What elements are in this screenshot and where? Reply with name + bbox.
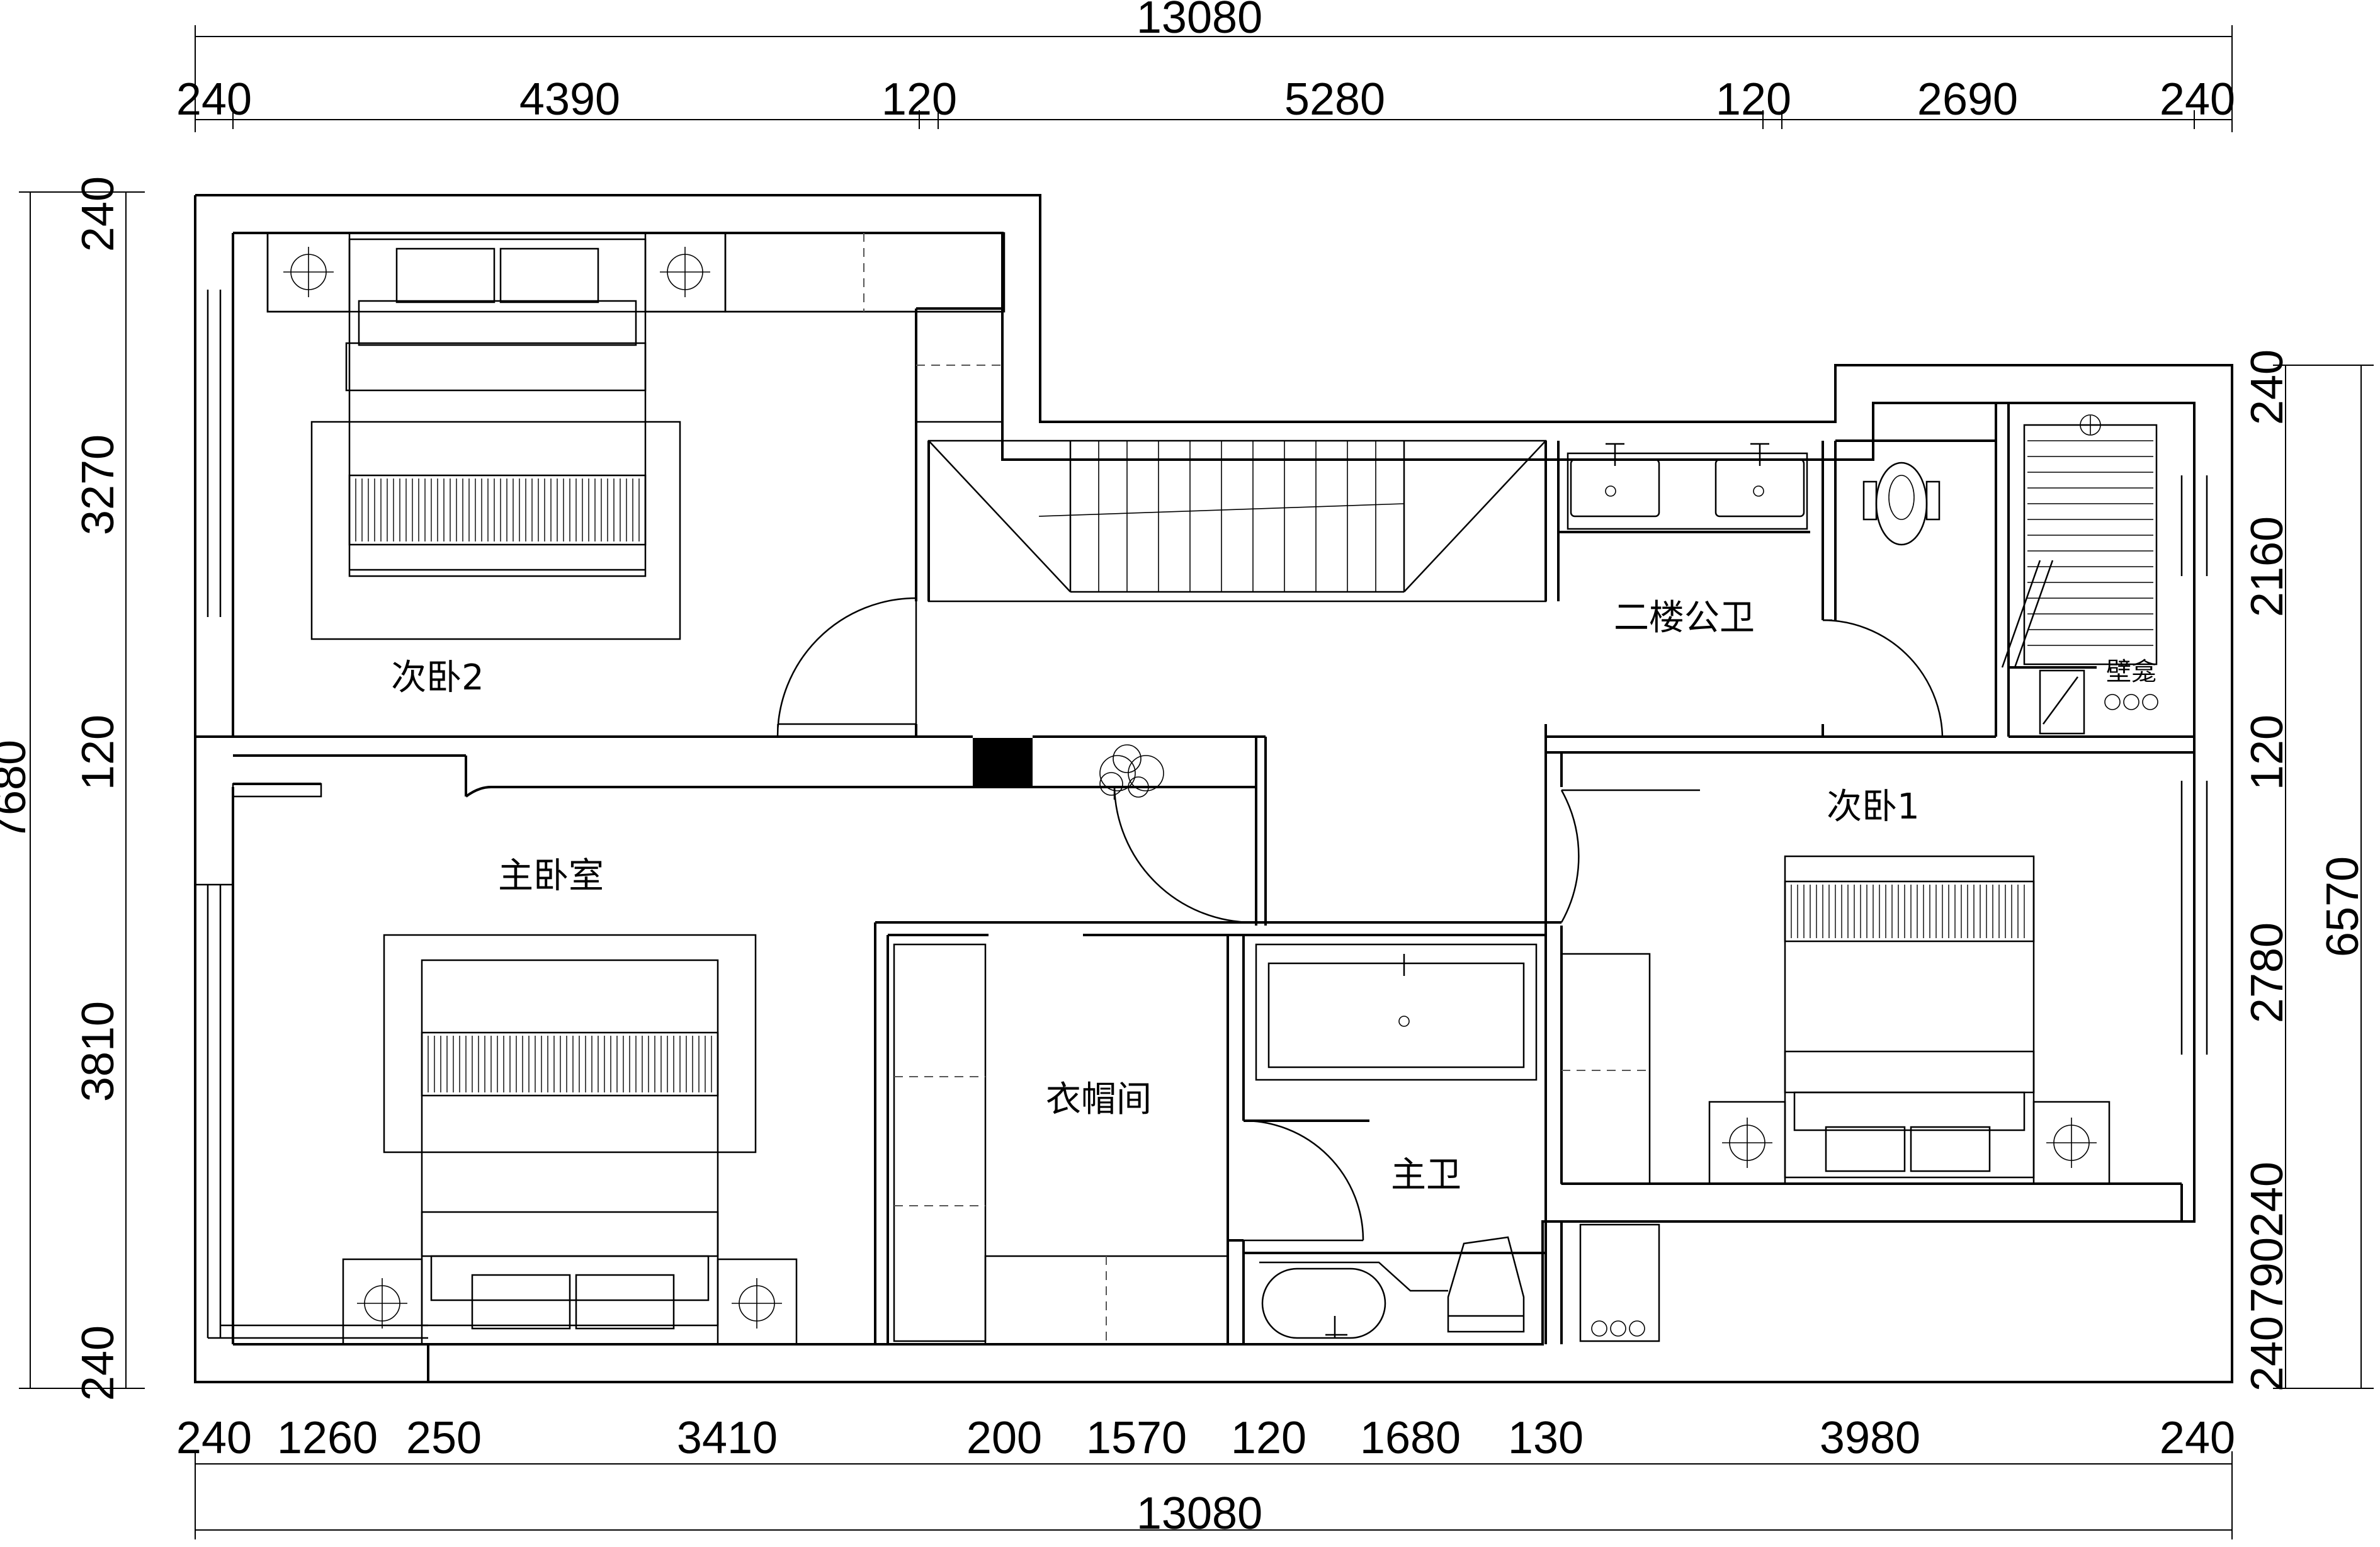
- dim-right-seg-1: 240: [2242, 349, 2292, 425]
- bath-2f-fixtures: [1567, 414, 2158, 735]
- dim-bottom-seg-7: 120: [1231, 1413, 1306, 1463]
- label-walk-in-closet: 衣帽间: [1046, 1079, 1152, 1120]
- dim-bottom-seg-9: 130: [1508, 1413, 1584, 1463]
- dimension-right: 240 2160 120 2780 240 790 240 6570: [2242, 349, 2374, 1391]
- bedroom-2-furniture: [266, 232, 1006, 640]
- dim-right-seg-5: 240: [2242, 1162, 2292, 1237]
- walk-in-closet-furniture: [893, 943, 1229, 1346]
- dim-top-seg-5: 120: [1716, 74, 1791, 125]
- bedroom-1-furniture: [1560, 855, 2111, 1185]
- dim-bottom-total: 13080: [1136, 1488, 1262, 1539]
- label-second-bedroom-2: 次卧2: [391, 657, 484, 698]
- label-second-floor-bath: 二楼公卫: [1614, 598, 1755, 638]
- dim-left-seg-3: 120: [73, 715, 123, 790]
- dim-right-seg-4: 2780: [2242, 922, 2292, 1023]
- label-master-bath: 主卫: [1391, 1155, 1461, 1196]
- label-niche: 壁龛: [2106, 657, 2156, 686]
- dim-bottom-seg-5: 200: [966, 1413, 1042, 1463]
- dim-left-seg-4: 3810: [73, 1001, 123, 1102]
- dim-top-seg-4: 5280: [1284, 74, 1385, 125]
- dim-left-seg-1: 240: [73, 176, 123, 252]
- dim-right-seg-6: 790: [2242, 1237, 2292, 1313]
- dim-top-seg-1: 240: [176, 74, 252, 125]
- bed-icon: [421, 959, 719, 1327]
- dim-right-seg-7: 240: [2242, 1316, 2292, 1391]
- dim-right-seg-2: 2160: [2242, 516, 2292, 617]
- dimension-bottom: 240 1260 250 3410 200 1570 120 1680 130 …: [176, 1413, 2235, 1539]
- label-second-bedroom-1: 次卧1: [1827, 786, 1920, 827]
- plant-icon: [1099, 744, 1164, 798]
- doors: [776, 441, 1944, 1242]
- dim-bottom-seg-4: 3410: [677, 1413, 778, 1463]
- sink-icon: [1714, 458, 1805, 518]
- interior-walls: [195, 307, 2194, 1344]
- dim-top-seg-7: 240: [2160, 74, 2235, 125]
- dim-left-total: 7680: [0, 740, 35, 841]
- dim-bottom-seg-3: 250: [406, 1413, 482, 1463]
- staircase: [927, 439, 1547, 603]
- dim-bottom-seg-11: 240: [2160, 1413, 2235, 1463]
- dim-bottom-seg-2: 1260: [277, 1413, 378, 1463]
- toilet-icon: [1447, 1236, 1525, 1333]
- dim-top-seg-3: 120: [881, 74, 957, 125]
- dim-left-seg-5: 240: [73, 1325, 123, 1401]
- dim-right-total: 6570: [2318, 856, 2368, 957]
- master-bedroom-furniture: [342, 934, 798, 1346]
- dim-left-seg-2: 3270: [73, 434, 123, 535]
- dim-top-seg-2: 4390: [519, 74, 620, 125]
- dim-bottom-seg-1: 240: [176, 1413, 252, 1463]
- dim-bottom-seg-10: 3980: [1820, 1413, 1920, 1463]
- shower-icon: [2080, 414, 2101, 436]
- bathtub-icon: [1261, 1267, 1386, 1339]
- master-bath-fixtures: [1255, 943, 1660, 1342]
- bed-icon: [348, 238, 647, 577]
- bed-icon: [1784, 855, 2035, 1179]
- dimension-top: 13080 240 4390 120 5280 120 2690 240: [176, 0, 2235, 132]
- dimension-left: 7680 240 3270 120 3810 240: [0, 176, 145, 1401]
- dim-bottom-seg-8: 1680: [1360, 1413, 1461, 1463]
- dim-bottom-seg-6: 1570: [1086, 1413, 1187, 1463]
- structural-column: [973, 738, 1033, 786]
- dim-top-seg-6: 2690: [1917, 74, 2018, 125]
- label-master-bedroom: 主卧室: [498, 856, 604, 897]
- outer-walls: [194, 194, 2233, 1383]
- dim-top-total: 13080: [1136, 0, 1262, 43]
- dim-right-seg-3: 120: [2242, 715, 2292, 790]
